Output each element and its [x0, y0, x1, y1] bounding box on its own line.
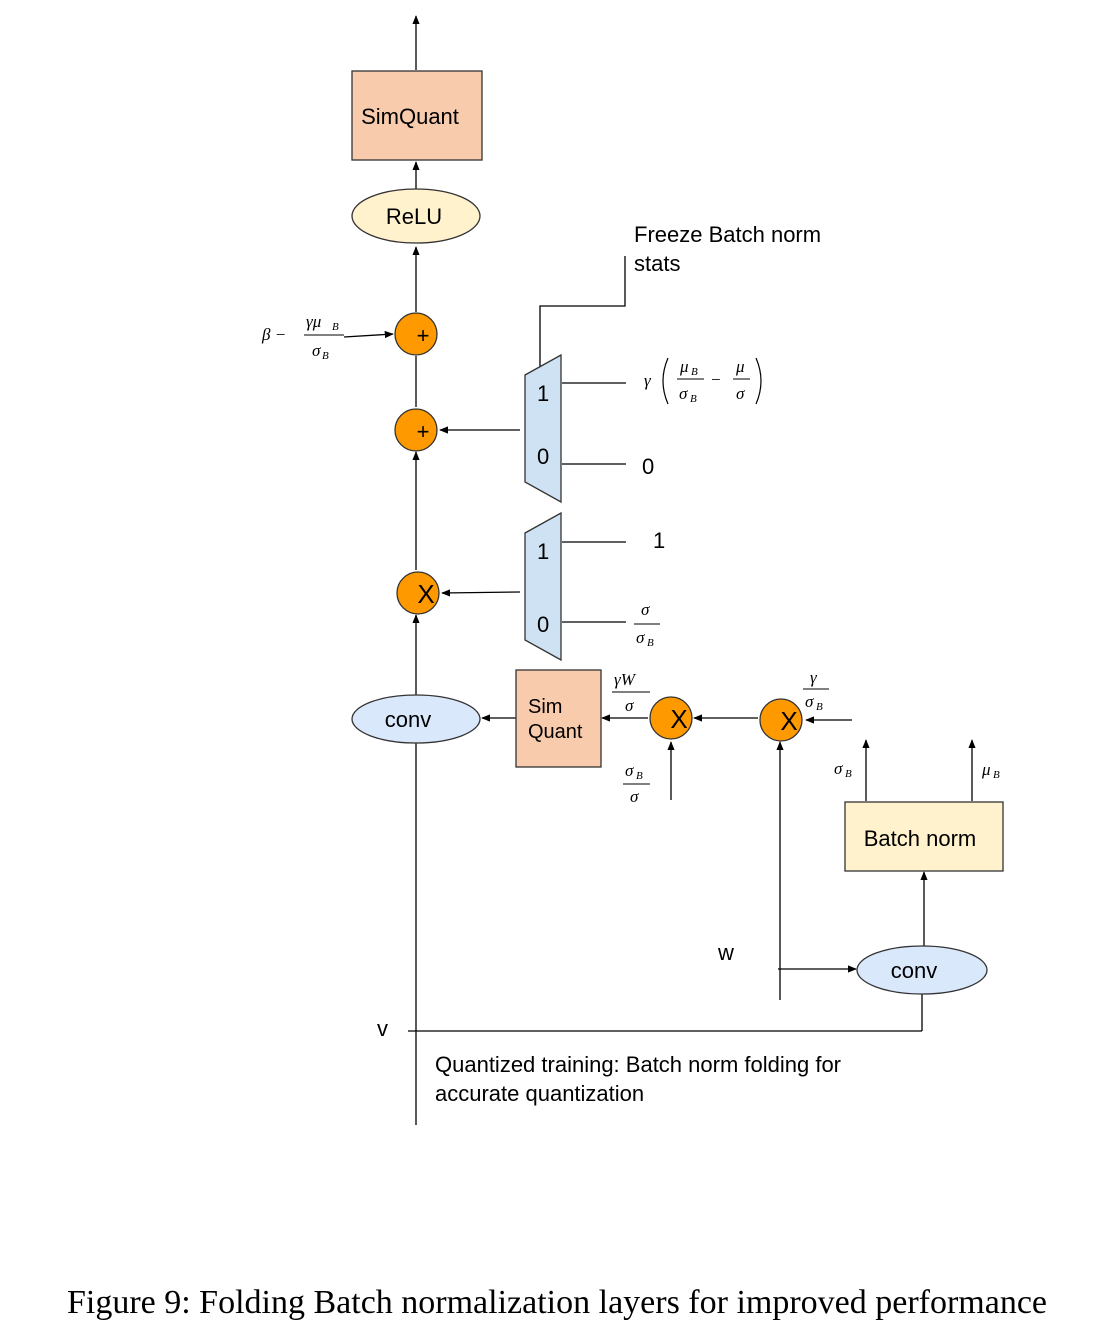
math-gamma-mu: γμ [306, 312, 321, 331]
arrow-beta-to-add [343, 330, 394, 339]
math-sub: B [993, 769, 1000, 781]
math-bias-term: β − γμ B σ B [261, 312, 344, 362]
math-sigma: σ [312, 341, 321, 360]
simquant-label: SimQuant [361, 104, 459, 129]
zero-input-label: 0 [642, 454, 654, 479]
sim-quant-line2: Quant [528, 721, 583, 743]
math-sub: B [332, 321, 339, 333]
math-sub: B [816, 701, 823, 713]
math-mu: μ [679, 357, 689, 376]
math-sigma: σ [636, 628, 645, 647]
math-sub: B [845, 768, 852, 780]
relu-label: ReLU [386, 204, 442, 229]
mul-symbol: X [780, 706, 797, 736]
mul-symbol: X [670, 704, 687, 734]
math-sub: B [690, 393, 697, 405]
math-gamma: γ [810, 668, 818, 687]
mul-node-scale: X [396, 571, 440, 615]
math-beta-minus: β − [261, 325, 286, 344]
math-gamma-w: γW [614, 670, 637, 689]
math-mu-b-output: μ B [981, 760, 1000, 781]
mul-node-weight-right: X [759, 698, 803, 742]
math-gamma-over-sigma-b: γ σ B [803, 668, 829, 713]
math-mu: μ [735, 357, 745, 376]
math-sub: B [636, 770, 643, 782]
add-node-bias: + [394, 312, 438, 356]
line-freeze-control [539, 256, 626, 372]
math-sigma: σ [630, 787, 639, 806]
math-sigma: σ [736, 384, 745, 403]
mux-top-in0-label: 0 [537, 444, 549, 469]
v-input-label: v [377, 1016, 388, 1041]
conv-left-label: conv [385, 707, 431, 732]
mux-bottom-in0-label: 0 [537, 612, 549, 637]
figure-caption: Figure 9: Folding Batch normalization la… [66, 1284, 1048, 1321]
math-sigma: σ [625, 696, 634, 715]
math-sigma: σ [625, 761, 634, 780]
simquant-block: SimQuant [351, 70, 483, 161]
math-sigma-b-over-sigma: σ B σ [623, 761, 650, 806]
paren-right [755, 357, 762, 405]
math-sigma: σ [805, 692, 814, 711]
math-correction-term: γ μ B σ B − μ σ [644, 357, 762, 405]
math-sigma: σ [834, 759, 843, 778]
math-sigma-b-output: σ B [834, 759, 852, 780]
conv-node-right: conv [856, 945, 988, 995]
mux-top-in1-label: 1 [537, 381, 549, 406]
math-minus: − [710, 370, 721, 389]
paren-left [662, 357, 669, 405]
math-sub: B [647, 637, 654, 649]
math-gamma: γ [644, 371, 652, 390]
one-input-label: 1 [653, 528, 665, 553]
math-sub: B [691, 366, 698, 378]
add-symbol: + [417, 323, 430, 348]
batch-norm-block: Batch norm [844, 801, 1004, 872]
relu-node: ReLU [351, 188, 481, 244]
freeze-label-line1: Freeze Batch norm [634, 222, 821, 247]
math-gamma-w-over-sigma: γW σ [612, 670, 650, 715]
math-sub: B [322, 350, 329, 362]
math-sigma: σ [641, 600, 650, 619]
arrow-mux-bottom-to-mul [441, 589, 521, 597]
math-sigma-over-sigma-b: σ σ B [634, 600, 660, 649]
mux-scale: 1 0 [524, 511, 562, 662]
add-symbol: + [417, 419, 430, 444]
note-line1: Quantized training: Batch norm folding f… [435, 1052, 841, 1077]
math-sigma: σ [679, 384, 688, 403]
sim-quant-line1: Sim [528, 696, 562, 718]
conv-right-label: conv [891, 958, 937, 983]
mux-correction: 1 0 [524, 353, 562, 504]
w-input-label: w [717, 940, 734, 965]
mul-node-weight-left: X [649, 696, 693, 740]
mul-symbol: X [417, 579, 434, 609]
note-line2: accurate quantization [435, 1081, 644, 1106]
batch-norm-label: Batch norm [864, 826, 977, 851]
conv-node-left: conv [351, 694, 481, 744]
sim-quant-weights-block: Sim Quant [515, 669, 602, 768]
math-mu: μ [981, 760, 991, 779]
freeze-label-line2: stats [634, 251, 680, 276]
add-node-correction: + [394, 408, 438, 452]
mux-bottom-in1-label: 1 [537, 539, 549, 564]
